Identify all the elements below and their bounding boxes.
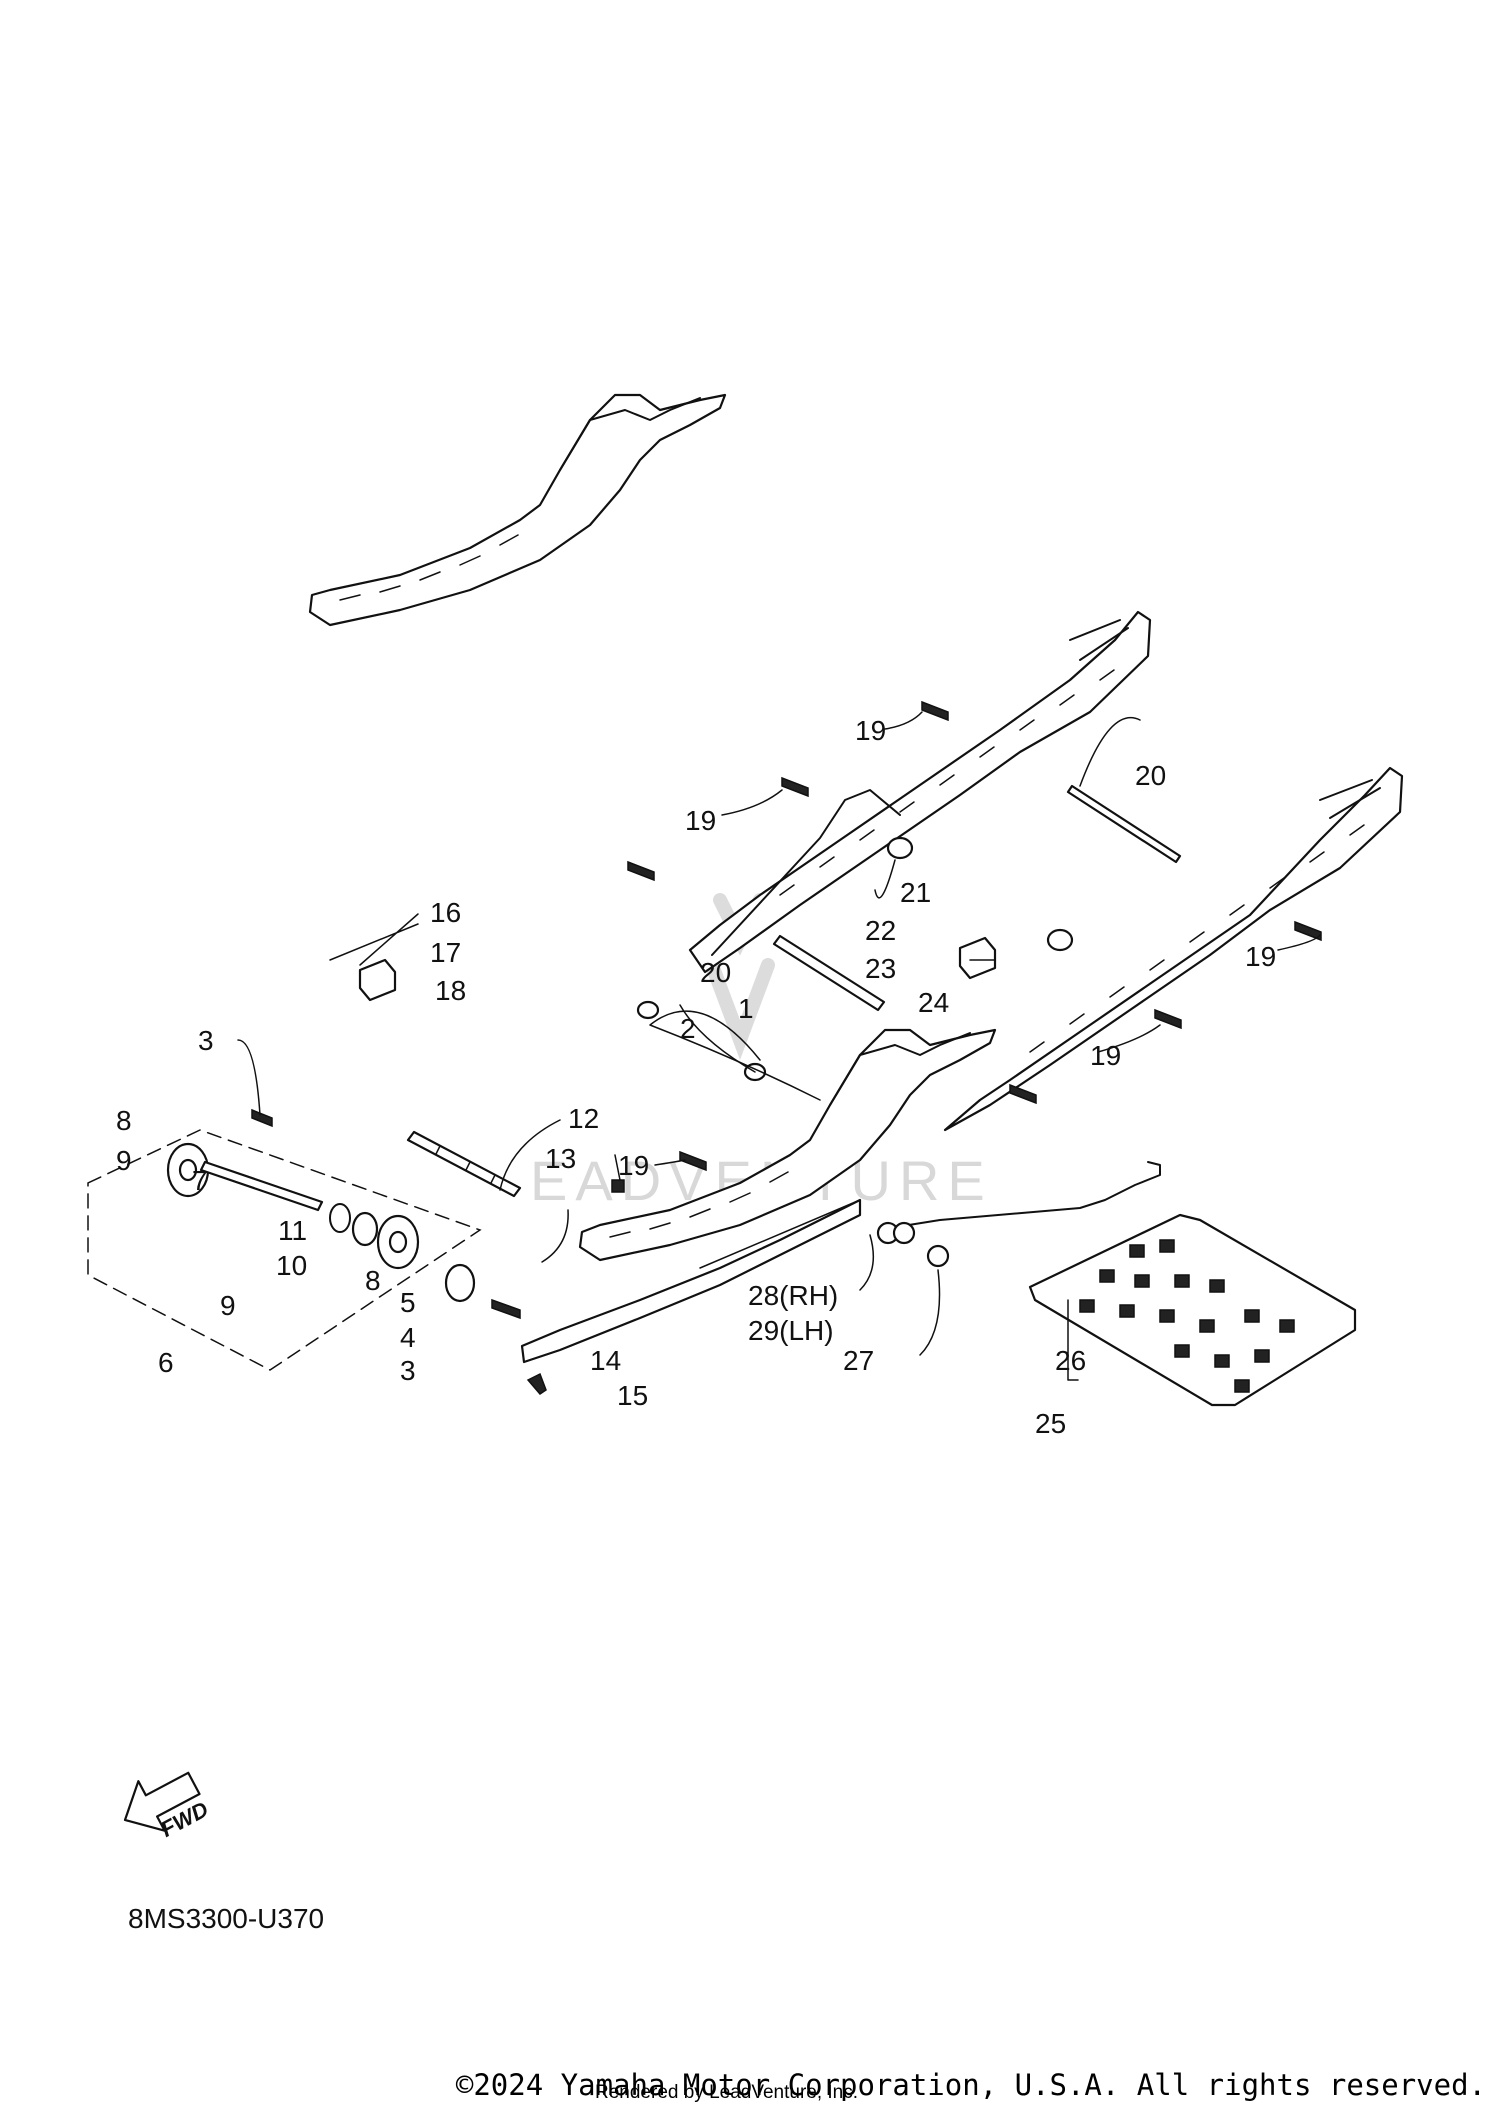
fwd-arrow-icon <box>123 1771 201 1832</box>
callout-8-right: 8 <box>365 1265 381 1296</box>
callout-29-lh: 29(LH) <box>748 1315 834 1346</box>
shaft-20-front[interactable] <box>772 934 886 1012</box>
callout-22: 22 <box>865 915 896 946</box>
axle-7[interactable] <box>199 1160 324 1212</box>
bushing-21[interactable] <box>886 836 1074 952</box>
bolts-19[interactable] <box>627 700 1322 1172</box>
collar-5[interactable] <box>444 1263 476 1303</box>
rendered-by-text: Rendered by LeadVenture, Inc. <box>595 2082 859 2103</box>
callout-4: 4 <box>400 1322 416 1353</box>
rail-front-right[interactable] <box>578 1028 997 1262</box>
bearing-11[interactable] <box>329 1203 379 1247</box>
callout-19-b: 19 <box>685 805 716 836</box>
slide-rail-14[interactable] <box>520 1198 862 1364</box>
callout-13: 13 <box>545 1143 576 1174</box>
callout-2: 2 <box>680 1013 696 1044</box>
footer: ©2024 Yamaha Motor Corporation, U.S.A. A… <box>0 2068 1500 2102</box>
assembly-box-6 <box>87 1129 482 1371</box>
callout-1: 1 <box>738 993 754 1024</box>
callout-12: 12 <box>568 1103 599 1134</box>
leader-lines <box>237 711 1321 1381</box>
callout-25: 25 <box>1035 1408 1066 1439</box>
spring-rod-28-29[interactable] <box>876 1161 1161 1268</box>
callout-19-c: 19 <box>1245 941 1276 972</box>
screw-15[interactable] <box>526 1372 547 1395</box>
bolt-3-upper[interactable] <box>251 1108 273 1128</box>
callout-3-top: 3 <box>198 1025 214 1056</box>
wheel-9-right[interactable] <box>376 1214 420 1270</box>
callout-16: 16 <box>430 897 461 928</box>
callout-28-rh: 28(RH) <box>748 1280 838 1311</box>
callout-23: 23 <box>865 953 896 984</box>
callout-15: 15 <box>617 1380 648 1411</box>
rail-left-rear-end[interactable] <box>943 766 1404 1132</box>
wheel-9-left[interactable] <box>166 1142 210 1198</box>
bolt-3-lower[interactable] <box>491 1298 521 1320</box>
callout-18: 18 <box>435 975 466 1006</box>
callout-21: 21 <box>900 877 931 908</box>
callout-6: 6 <box>158 1347 174 1378</box>
callout-27: 27 <box>843 1345 874 1376</box>
rail-front-left[interactable] <box>308 393 727 627</box>
callout-3-bottom: 3 <box>400 1355 416 1386</box>
callout-26: 26 <box>1055 1345 1086 1376</box>
block-23[interactable] <box>958 936 997 980</box>
callout-24: 24 <box>918 987 949 1018</box>
track-25[interactable] <box>1028 1213 1357 1407</box>
callout-19-a: 19 <box>855 715 886 746</box>
cap-27[interactable] <box>926 1244 950 1268</box>
callout-9-bottom: 9 <box>220 1290 236 1321</box>
callout-9-left: 9 <box>116 1145 132 1176</box>
callout-5: 5 <box>400 1287 416 1318</box>
callout-10: 10 <box>276 1250 307 1281</box>
callout-17: 17 <box>430 937 461 968</box>
block-17[interactable] <box>358 958 397 1002</box>
rail-right[interactable] <box>688 610 1152 974</box>
callout-20-rear: 20 <box>1135 760 1166 791</box>
callout-14: 14 <box>590 1345 621 1376</box>
callout-20-front: 20 <box>700 957 731 988</box>
diagram-code: 8MS3300-U370 <box>128 1903 324 1934</box>
copyright-text: ©2024 Yamaha Motor Corporation, U.S.A. A… <box>455 2068 1486 2102</box>
callout-19-e: 19 <box>618 1150 649 1181</box>
shaft-12[interactable] <box>406 1130 522 1198</box>
shaft-20-rear[interactable] <box>1066 784 1182 864</box>
nut-13[interactable] <box>611 1179 625 1193</box>
callout-7: 7 <box>192 1165 208 1196</box>
callout-19-d: 19 <box>1090 1040 1121 1071</box>
callout-8-left: 8 <box>116 1105 132 1136</box>
callout-11: 11 <box>278 1215 307 1246</box>
